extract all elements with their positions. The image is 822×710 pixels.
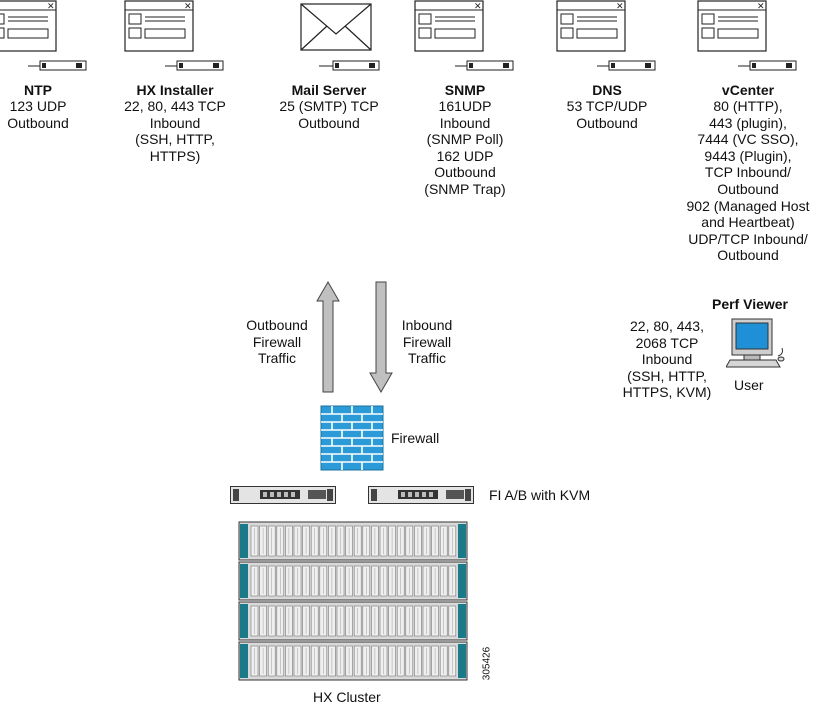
- service-port-line: 162 UDP: [436, 147, 494, 164]
- service-port-line: Inbound: [439, 114, 491, 131]
- svg-text:✕: ✕: [47, 2, 55, 12]
- outbound-arrow: [316, 281, 340, 393]
- service-port-line: 443 (plugin),: [709, 114, 787, 131]
- user-label: User: [734, 377, 764, 393]
- browser-window-icon: ✕: [405, 0, 525, 80]
- svg-text:✕: ✕: [474, 2, 482, 12]
- service-port-line: (SNMP Poll): [426, 131, 504, 148]
- inbound-arrow: [369, 281, 393, 393]
- service-ports: 80 (HTTP),443 (plugin),7444 (VC SSO),944…: [678, 98, 818, 264]
- figure-number: 305426: [481, 646, 493, 681]
- service-port-line: 902 (Managed Host: [686, 197, 810, 214]
- service-port-line: 7444 (VC SSO),: [697, 131, 799, 148]
- browser-window-icon: ✕: [115, 0, 235, 80]
- user-computer-icon: [726, 318, 786, 370]
- service-port-line: 123 UDP: [9, 98, 67, 114]
- service-port-line: 53 TCP/UDP: [566, 98, 648, 114]
- firewall-label: Firewall: [391, 430, 440, 446]
- firewall-icon: [320, 405, 384, 471]
- service-port-line: 80 (HTTP),: [713, 98, 783, 114]
- browser-window-icon: ✕: [688, 0, 808, 80]
- service-port-line: 25 (SMTP) TCP: [279, 98, 379, 114]
- service-port-line: Outbound: [434, 164, 496, 181]
- service-port-line: HTTPS): [149, 147, 201, 164]
- service-port-line: Outbound: [576, 114, 638, 131]
- service-port-line: Outbound: [717, 247, 779, 264]
- svg-text:✕: ✕: [757, 2, 765, 12]
- service-title: DNS: [592, 82, 622, 98]
- service-title: NTP: [24, 82, 52, 98]
- service-title: vCenter: [721, 82, 775, 98]
- service-port-line: (SSH, HTTP,: [135, 131, 215, 148]
- service-port-line: UDP/TCP Inbound/: [688, 230, 808, 247]
- service-port-line: Outbound: [717, 180, 779, 197]
- hx-cluster-label: HX Cluster: [313, 689, 381, 705]
- service-title: Mail Server: [291, 82, 367, 98]
- service-port-line: 22, 80, 443 TCP: [124, 98, 226, 114]
- fi-label: FI A/B with KVM: [489, 487, 591, 503]
- service-port-line: 161UDP: [438, 98, 492, 114]
- svg-text:✕: ✕: [616, 2, 624, 12]
- service-title: SNMP: [444, 82, 486, 98]
- service-title: HX Installer: [136, 82, 214, 98]
- service-port-line: TCP Inbound/: [704, 164, 792, 181]
- service-port-line: Outbound: [7, 114, 69, 131]
- hx-cluster: [238, 521, 468, 685]
- fabric-interconnect-a: [230, 486, 336, 504]
- service-port-line: and Heartbeat): [701, 214, 795, 231]
- browser-window-icon: ✕: [547, 0, 667, 80]
- service-port-line: Outbound: [298, 114, 360, 131]
- svg-text:✕: ✕: [184, 2, 192, 12]
- service-port-line: Inbound: [149, 114, 201, 131]
- service-port-line: 9443 (Plugin),: [704, 147, 792, 164]
- envelope-icon: [269, 0, 389, 80]
- fabric-interconnect-b: [368, 486, 474, 504]
- service-port-line: (SNMP Trap): [424, 180, 506, 197]
- perf-viewer-title: Perf Viewer: [711, 296, 788, 312]
- browser-window-icon: ✕: [0, 0, 98, 80]
